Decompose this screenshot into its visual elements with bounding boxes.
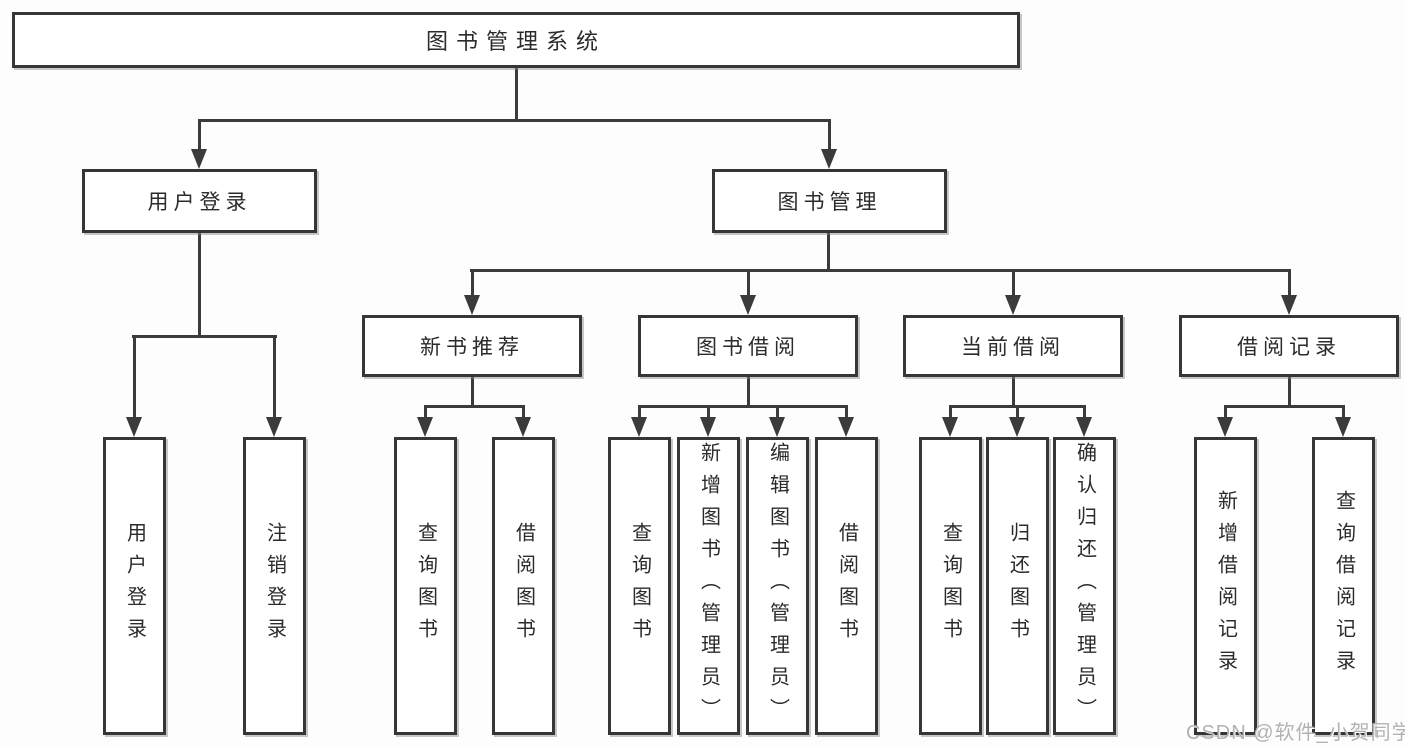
arrowhead-icon	[1217, 417, 1233, 437]
connector-arrow-line	[471, 269, 474, 298]
connector-arrow-line	[273, 335, 276, 419]
arrowhead-icon	[1335, 417, 1351, 437]
connector-bookmgmt-stub	[827, 232, 830, 272]
connector-newbook-rail	[424, 405, 525, 408]
node-new-book-recommend: 新书推荐	[362, 315, 582, 377]
leaf-add-borrow-record: 新增借阅记录	[1194, 437, 1257, 735]
arrowhead-icon	[126, 417, 142, 437]
arrowhead-icon	[464, 295, 480, 315]
arrowhead-icon	[700, 417, 716, 437]
connector-userlogin-stub	[198, 232, 201, 337]
node-borrow-records: 借阅记录	[1179, 315, 1399, 377]
connector-arrow-line	[949, 405, 952, 419]
connector-borrow-rail	[638, 405, 848, 408]
leaf-borrow-books-recommend: 借阅图书	[492, 437, 555, 735]
connector-borrow-stub	[747, 376, 750, 407]
leaf-return-book: 归还图书	[986, 437, 1049, 735]
arrowhead-icon	[631, 417, 647, 437]
connector-arrow-line	[133, 335, 136, 419]
leaf-query-books-current: 查询图书	[919, 437, 982, 735]
leaf-confirm-return-admin: 确认归还（管理员）	[1053, 437, 1116, 735]
connector-arrow-line	[1012, 269, 1015, 298]
arrowhead-icon	[417, 417, 433, 437]
connector-arrow-line	[1342, 405, 1345, 419]
connector-arrow-line	[1224, 405, 1227, 419]
connector-root-stub	[515, 67, 518, 121]
connector-arrow-line	[776, 405, 779, 419]
connector-level2-rail	[470, 269, 1291, 272]
connector-arrow-line	[198, 119, 201, 152]
connector-arrow-line	[828, 119, 831, 152]
arrowhead-icon	[769, 417, 785, 437]
node-book-borrow: 图书借阅	[638, 315, 858, 377]
node-book-management: 图书管理	[712, 169, 947, 233]
connector-current-stub	[1012, 376, 1015, 407]
arrowhead-icon	[191, 149, 207, 169]
connector-arrow-line	[707, 405, 710, 419]
connector-arrow-line	[522, 405, 525, 419]
leaf-query-books-borrow: 查询图书	[608, 437, 671, 735]
connector-records-rail	[1224, 405, 1345, 408]
leaf-user-login: 用户登录	[103, 437, 166, 735]
arrowhead-icon	[1005, 295, 1021, 315]
connector-userlogin-rail	[132, 335, 277, 338]
arrowhead-icon	[515, 417, 531, 437]
connector-arrow-line	[1288, 269, 1291, 298]
arrowhead-icon	[266, 417, 282, 437]
arrowhead-icon	[1281, 295, 1297, 315]
connector-arrow-line	[747, 269, 750, 298]
connector-arrow-line	[424, 405, 427, 419]
node-root: 图书管理系统	[12, 12, 1020, 68]
leaf-logout: 注销登录	[243, 437, 306, 735]
leaf-query-books-recommend: 查询图书	[394, 437, 457, 735]
node-user-login: 用户登录	[82, 169, 317, 233]
connector-arrow-line	[845, 405, 848, 419]
arrowhead-icon	[740, 295, 756, 315]
arrowhead-icon	[942, 417, 958, 437]
connector-arrow-line	[1083, 405, 1086, 419]
watermark-text: CSDN @软件_小贺同学	[1186, 722, 1405, 744]
arrowhead-icon	[1076, 417, 1092, 437]
leaf-edit-book-admin: 编辑图书（管理员）	[746, 437, 809, 735]
connector-arrow-line	[1016, 405, 1019, 419]
connector-level1-rail	[198, 119, 831, 122]
leaf-add-book-admin: 新增图书（管理员）	[677, 437, 740, 735]
connector-arrow-line	[638, 405, 641, 419]
connector-records-stub	[1288, 376, 1291, 407]
arrowhead-icon	[838, 417, 854, 437]
arrowhead-icon	[1009, 417, 1025, 437]
node-current-borrow: 当前借阅	[903, 315, 1123, 377]
arrowhead-icon	[821, 149, 837, 169]
connector-newbook-stub	[471, 376, 474, 407]
leaf-query-borrow-record: 查询借阅记录	[1312, 437, 1375, 735]
leaf-borrow-books-borrow: 借阅图书	[815, 437, 878, 735]
